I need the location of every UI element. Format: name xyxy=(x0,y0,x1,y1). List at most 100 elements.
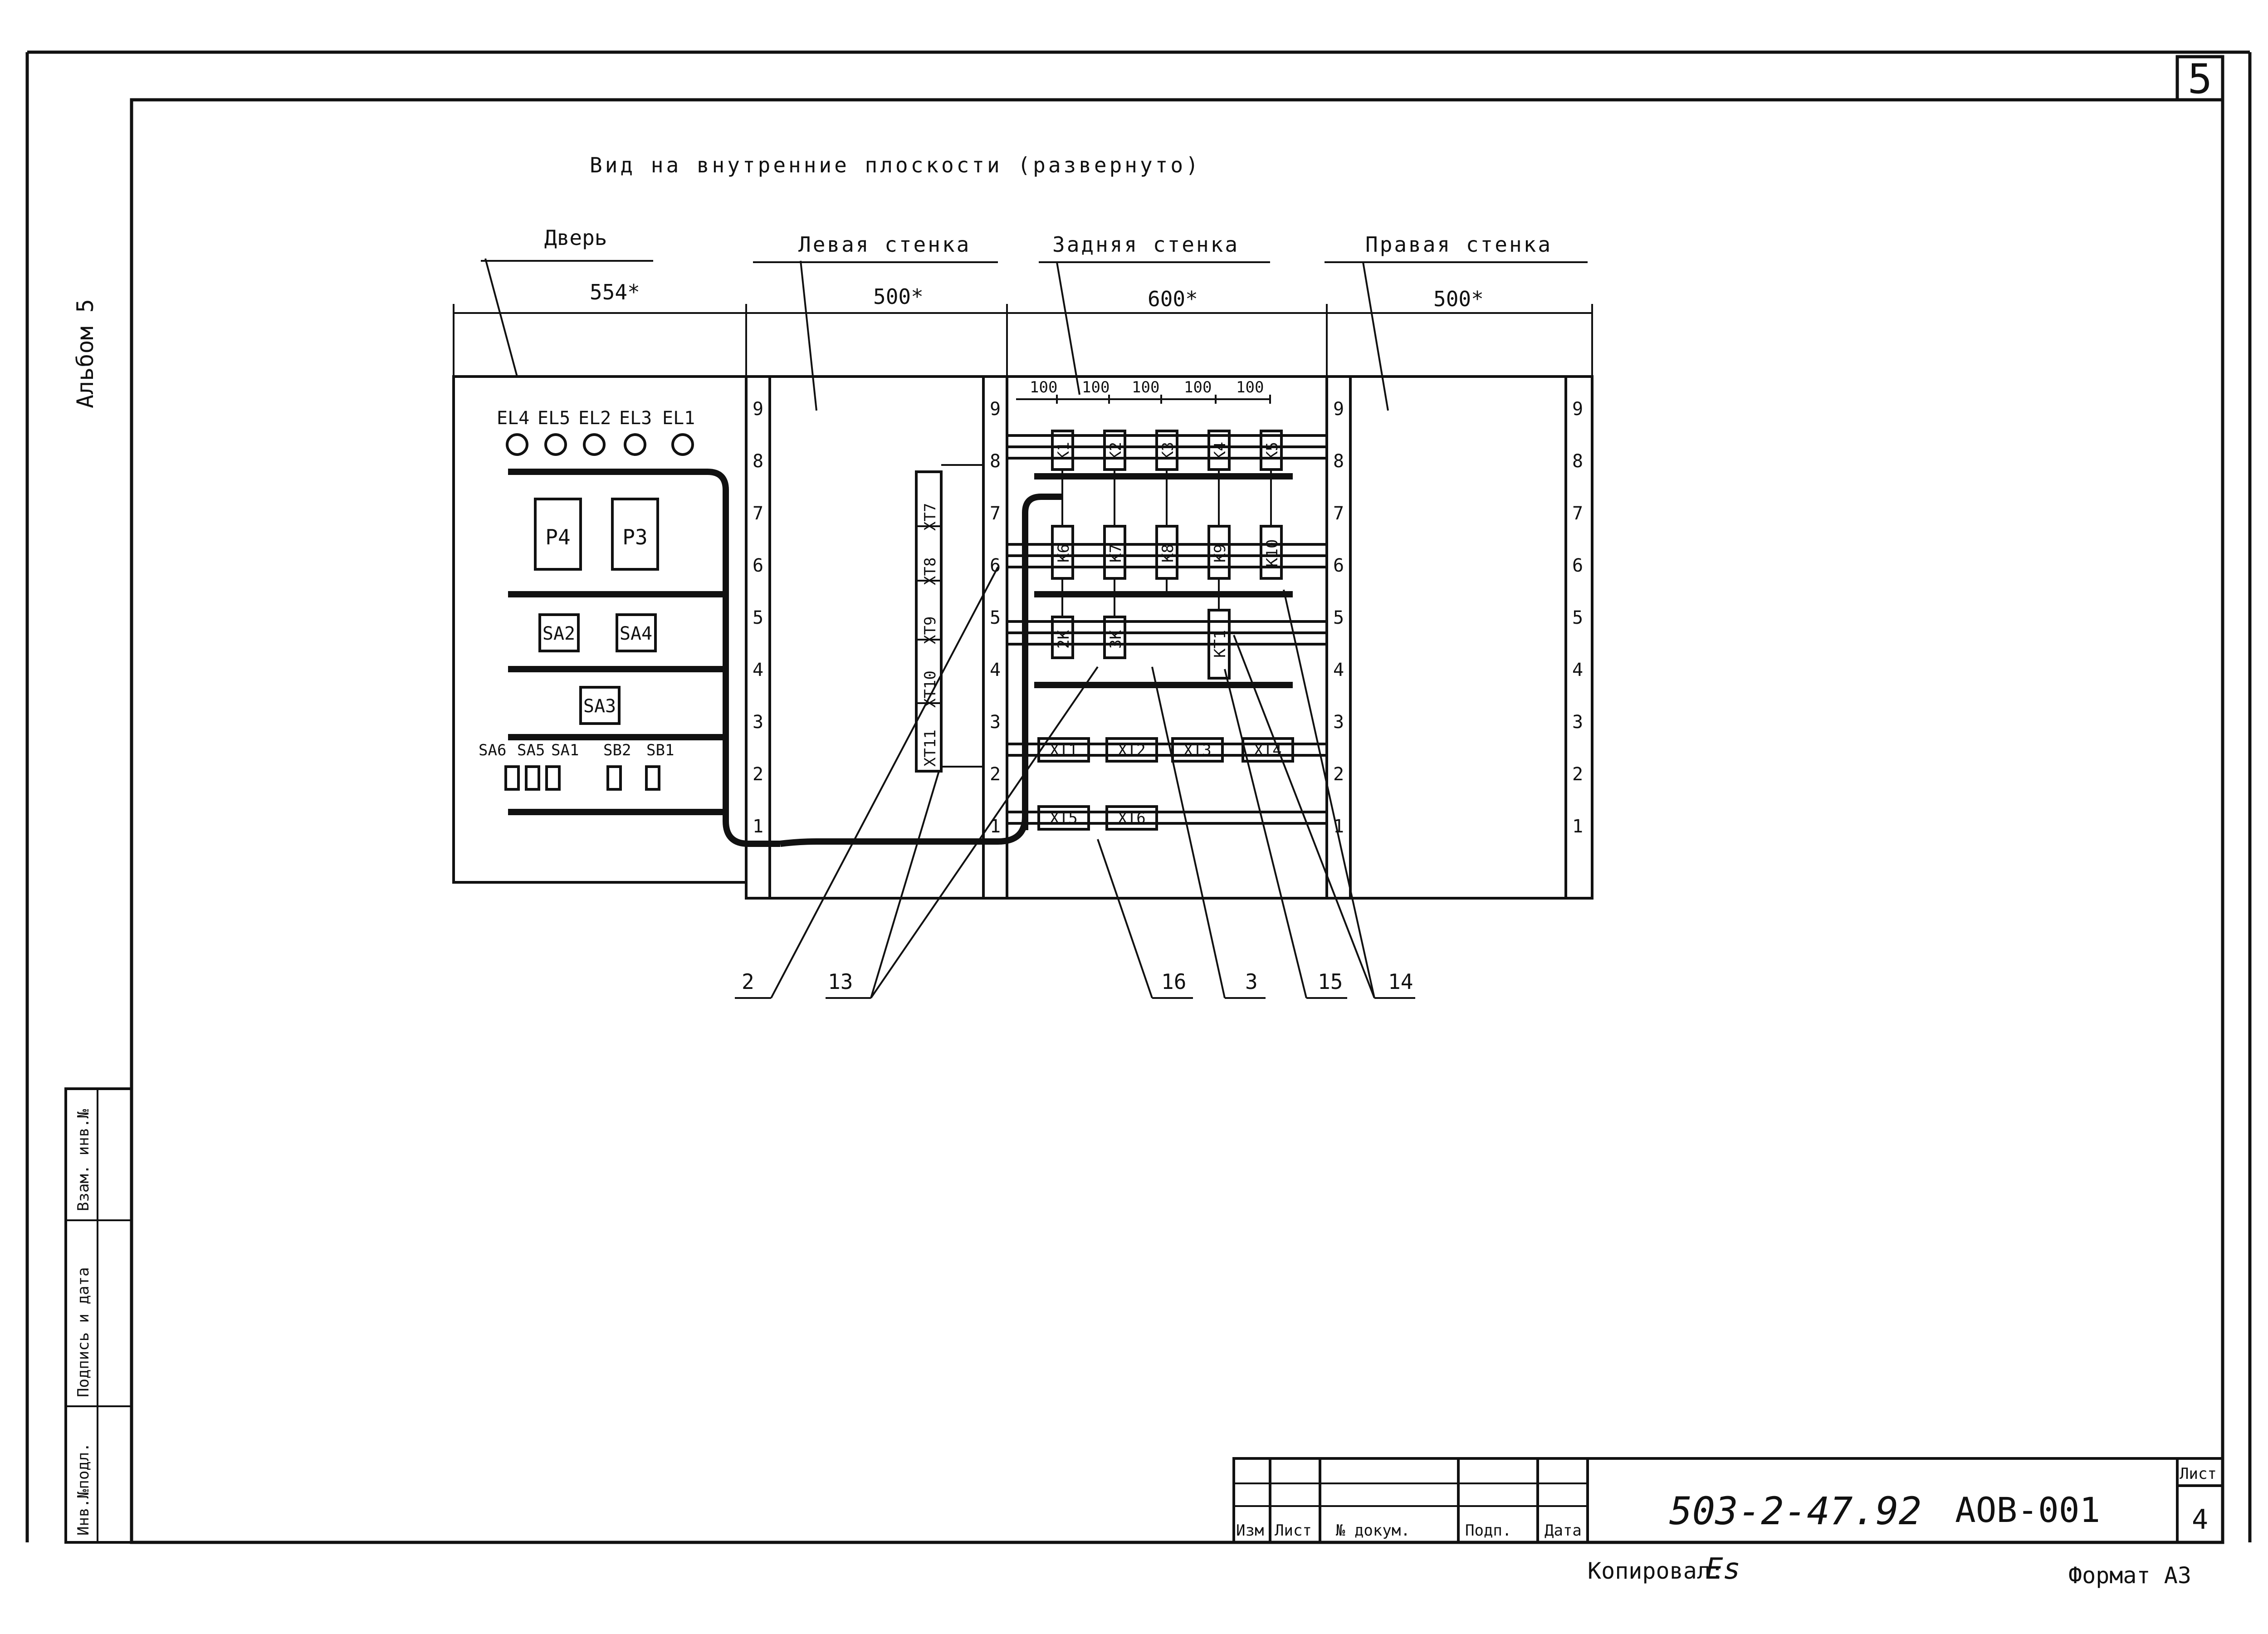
callout-16: 16 xyxy=(1161,969,1186,994)
footer-copied: Копировал: xyxy=(1588,1558,1724,1584)
spacing-100: 100 xyxy=(1030,378,1057,396)
rail-num: 3 xyxy=(1572,712,1583,733)
terminal-xt10: XT10 xyxy=(921,670,939,708)
leader-lines xyxy=(484,258,1415,999)
lamp-label-el4: EL4 xyxy=(497,408,529,429)
rail-num: 5 xyxy=(753,607,763,628)
corner-box xyxy=(2175,55,2224,102)
lamp-label-el2: EL2 xyxy=(578,408,611,429)
relay-k10: K10 xyxy=(1263,539,1281,567)
left-wall-panel: XT7 XT8 XT9 XT10 XT11 xyxy=(745,375,1008,900)
stamp-sign-date: Подпись и дата xyxy=(74,1267,93,1397)
label-sb2: SB2 xyxy=(603,741,631,759)
tb-col-doc: № докум. xyxy=(1336,1521,1410,1540)
callout-15: 15 xyxy=(1318,969,1343,994)
relay-p3: P3 xyxy=(622,525,647,549)
right-dim: 500* xyxy=(1433,287,1484,311)
tb-col-date: Дата xyxy=(1545,1521,1582,1540)
terminal-xt3: XT3 xyxy=(1183,741,1211,759)
rail-num: 1 xyxy=(990,816,1001,837)
callouts: 2 13 16 3 15 14 xyxy=(742,969,1413,994)
back-wall-label: Задняя стенка xyxy=(1052,232,1239,257)
relay-k5: K5 xyxy=(1263,442,1281,460)
relay-k3: K3 xyxy=(1159,442,1177,460)
footer-format: Формат А3 xyxy=(2068,1562,2191,1589)
rail-num: 9 xyxy=(1333,399,1344,420)
rail-num: 6 xyxy=(1572,555,1583,576)
spacing-100: 100 xyxy=(1184,378,1212,396)
rail-num: 8 xyxy=(753,451,763,472)
rail-num: 8 xyxy=(990,451,1001,472)
rail-num: 2 xyxy=(1333,764,1344,785)
door-dim: 554* xyxy=(590,280,640,304)
stamp-vzam: Взам. инв.№ xyxy=(74,1109,93,1211)
back-wall-panel: 100 100 100 100 100 K1 K2 K3 K4 K5 K6 K7… xyxy=(1006,375,1593,900)
sheet-corner-number: 5 xyxy=(2188,55,2212,103)
switch-sa4: SA4 xyxy=(620,623,652,644)
rail-num: 2 xyxy=(990,764,1001,785)
rail-num: 2 xyxy=(753,764,763,785)
rail-num: 8 xyxy=(1333,451,1344,472)
label-sa6: SA6 xyxy=(479,741,506,759)
stamp-inv-podl: Инв.№подл. xyxy=(74,1443,93,1536)
rail-num: 6 xyxy=(753,555,763,576)
rail-numbers: 9 8 7 6 5 4 3 2 1 9 8 7 6 5 4 3 2 1 9 8 … xyxy=(753,399,1583,837)
rail-num: 1 xyxy=(753,816,763,837)
lamp-label-el1: EL1 xyxy=(662,408,695,429)
lamp-label-el5: EL5 xyxy=(538,408,570,429)
callout-14: 14 xyxy=(1388,969,1413,994)
rail-num: 4 xyxy=(990,660,1001,680)
tb-doc-code: АОВ-001 xyxy=(1955,1490,2100,1530)
spacing-100: 100 xyxy=(1132,378,1159,396)
back-dim: 600* xyxy=(1148,287,1198,311)
rail-num: 9 xyxy=(990,399,1001,420)
rail-num: 2 xyxy=(1572,764,1583,785)
switch-sa3: SA3 xyxy=(583,696,616,717)
rail-num: 5 xyxy=(1572,607,1583,628)
rail-num: 1 xyxy=(1572,816,1583,837)
callout-2: 2 xyxy=(742,969,754,994)
terminal-xt1: XT1 xyxy=(1050,741,1077,759)
rail-num: 7 xyxy=(1572,503,1583,524)
label-sb1: SB1 xyxy=(646,741,674,759)
relay-k4: K4 xyxy=(1211,442,1229,460)
panel-headers: Дверь Левая стенка Задняя стенка Правая … xyxy=(481,225,1588,263)
terminal-xt2: XT2 xyxy=(1118,741,1145,759)
timer-kt1: KT1 xyxy=(1211,630,1229,658)
relay-3k: 3K xyxy=(1107,630,1125,649)
relay-k6: K6 xyxy=(1055,544,1073,563)
tb-sheet-number: 4 xyxy=(2192,1504,2208,1536)
terminal-xt5: XT5 xyxy=(1050,809,1077,827)
rail-num: 7 xyxy=(753,503,763,524)
terminal-xt4: XT4 xyxy=(1254,741,1281,759)
tb-doc-number: 503-2-47.92 xyxy=(1669,1489,1921,1533)
rail-num: 4 xyxy=(1333,660,1344,680)
door-label: Дверь xyxy=(544,225,607,250)
tb-col-sign: Подп. xyxy=(1465,1521,1511,1540)
rail-num: 3 xyxy=(753,712,763,733)
rail-num: 9 xyxy=(753,399,763,420)
rail-num: 7 xyxy=(1333,503,1344,524)
rail-num: 6 xyxy=(1333,555,1344,576)
label-sa5: SA5 xyxy=(517,741,545,759)
dimension-line: 554* 500* 600* 500* xyxy=(453,280,1593,377)
relay-k1: K1 xyxy=(1055,442,1073,460)
lamp-label-el3: EL3 xyxy=(619,408,652,429)
door-panel: EL4 EL5 EL2 EL3 EL1 P4 P3 SA2 SA4 SA3 SA… xyxy=(452,375,1028,884)
label-sa1: SA1 xyxy=(551,741,579,759)
rail-num: 5 xyxy=(1333,607,1344,628)
spacing-100: 100 xyxy=(1236,378,1264,396)
relay-k8: K8 xyxy=(1159,544,1177,563)
relay-2k: 2K xyxy=(1055,630,1073,649)
relay-k2: K2 xyxy=(1107,442,1125,460)
footer-copied-sign: Es xyxy=(1706,1552,1740,1586)
rail-num: 4 xyxy=(753,660,763,680)
rail-num: 3 xyxy=(1333,712,1344,733)
spacing-100: 100 xyxy=(1082,378,1110,396)
drawing-title: Вид на внутренние плоскости (развернуто) xyxy=(590,153,1201,177)
left-stamp: Инв.№подл. Подпись и дата Взам. инв.№ xyxy=(64,1087,133,1544)
terminal-xt11: XT11 xyxy=(921,729,939,767)
rail-num: 8 xyxy=(1572,451,1583,472)
rail-num: 4 xyxy=(1572,660,1583,680)
